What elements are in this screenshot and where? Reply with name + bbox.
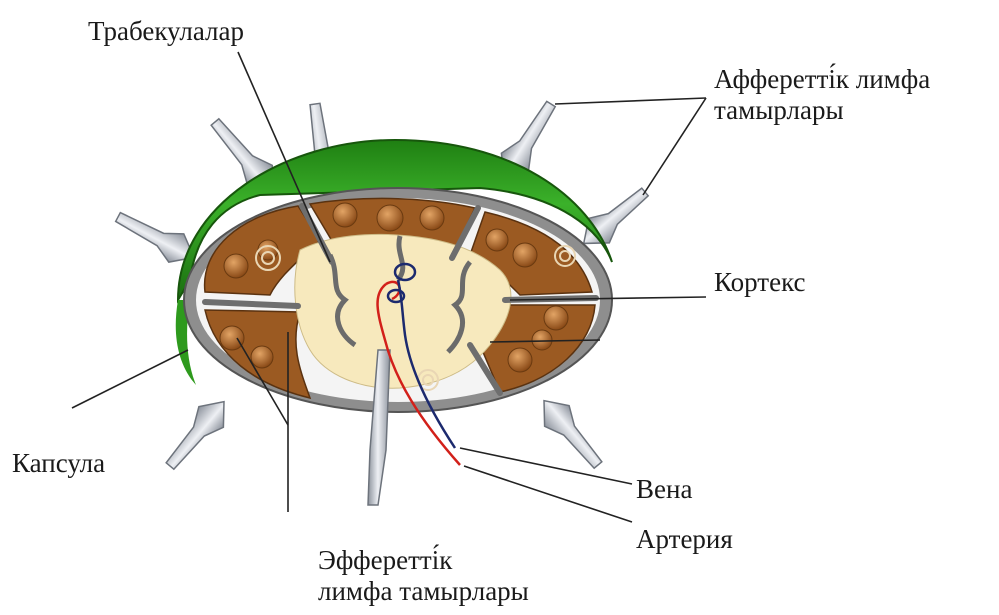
label-efferent-vessels: Эфферетті́к лимфа тамырлары xyxy=(318,545,529,607)
leader-afferent-2 xyxy=(643,98,706,195)
follicle xyxy=(420,206,444,230)
label-cortex: Кортекс xyxy=(714,267,806,298)
afferent-vessel xyxy=(532,390,611,475)
leader-vena xyxy=(460,448,632,484)
leader-capsule xyxy=(72,350,188,408)
follicle xyxy=(486,229,508,251)
label-efferent-line1: Эфферетті́к xyxy=(318,545,529,576)
label-artery: Артерия xyxy=(636,524,733,555)
follicle xyxy=(508,348,532,372)
follicle xyxy=(513,243,537,267)
label-afferent-line2: тамырлары xyxy=(714,95,930,126)
leader-afferent-1 xyxy=(555,98,706,104)
follicle xyxy=(251,346,273,368)
follicle xyxy=(258,240,278,260)
label-afferent-vessels: Афферетті́к лимфа тамырлары xyxy=(714,64,930,126)
label-efferent-line2: лимфа тамырлары xyxy=(318,576,529,607)
follicle xyxy=(220,326,244,350)
leader-artery xyxy=(464,466,632,522)
follicle xyxy=(224,254,248,278)
follicle xyxy=(377,205,403,231)
label-capsule: Капсула xyxy=(12,448,105,479)
afferent-vessel xyxy=(158,391,237,476)
follicle xyxy=(532,330,552,350)
label-trabeculae: Трабекулалар xyxy=(88,16,244,47)
label-afferent-line1: Афферетті́к лимфа xyxy=(714,64,930,95)
follicle xyxy=(544,306,568,330)
label-vein: Вена xyxy=(636,474,692,505)
follicle xyxy=(333,203,357,227)
